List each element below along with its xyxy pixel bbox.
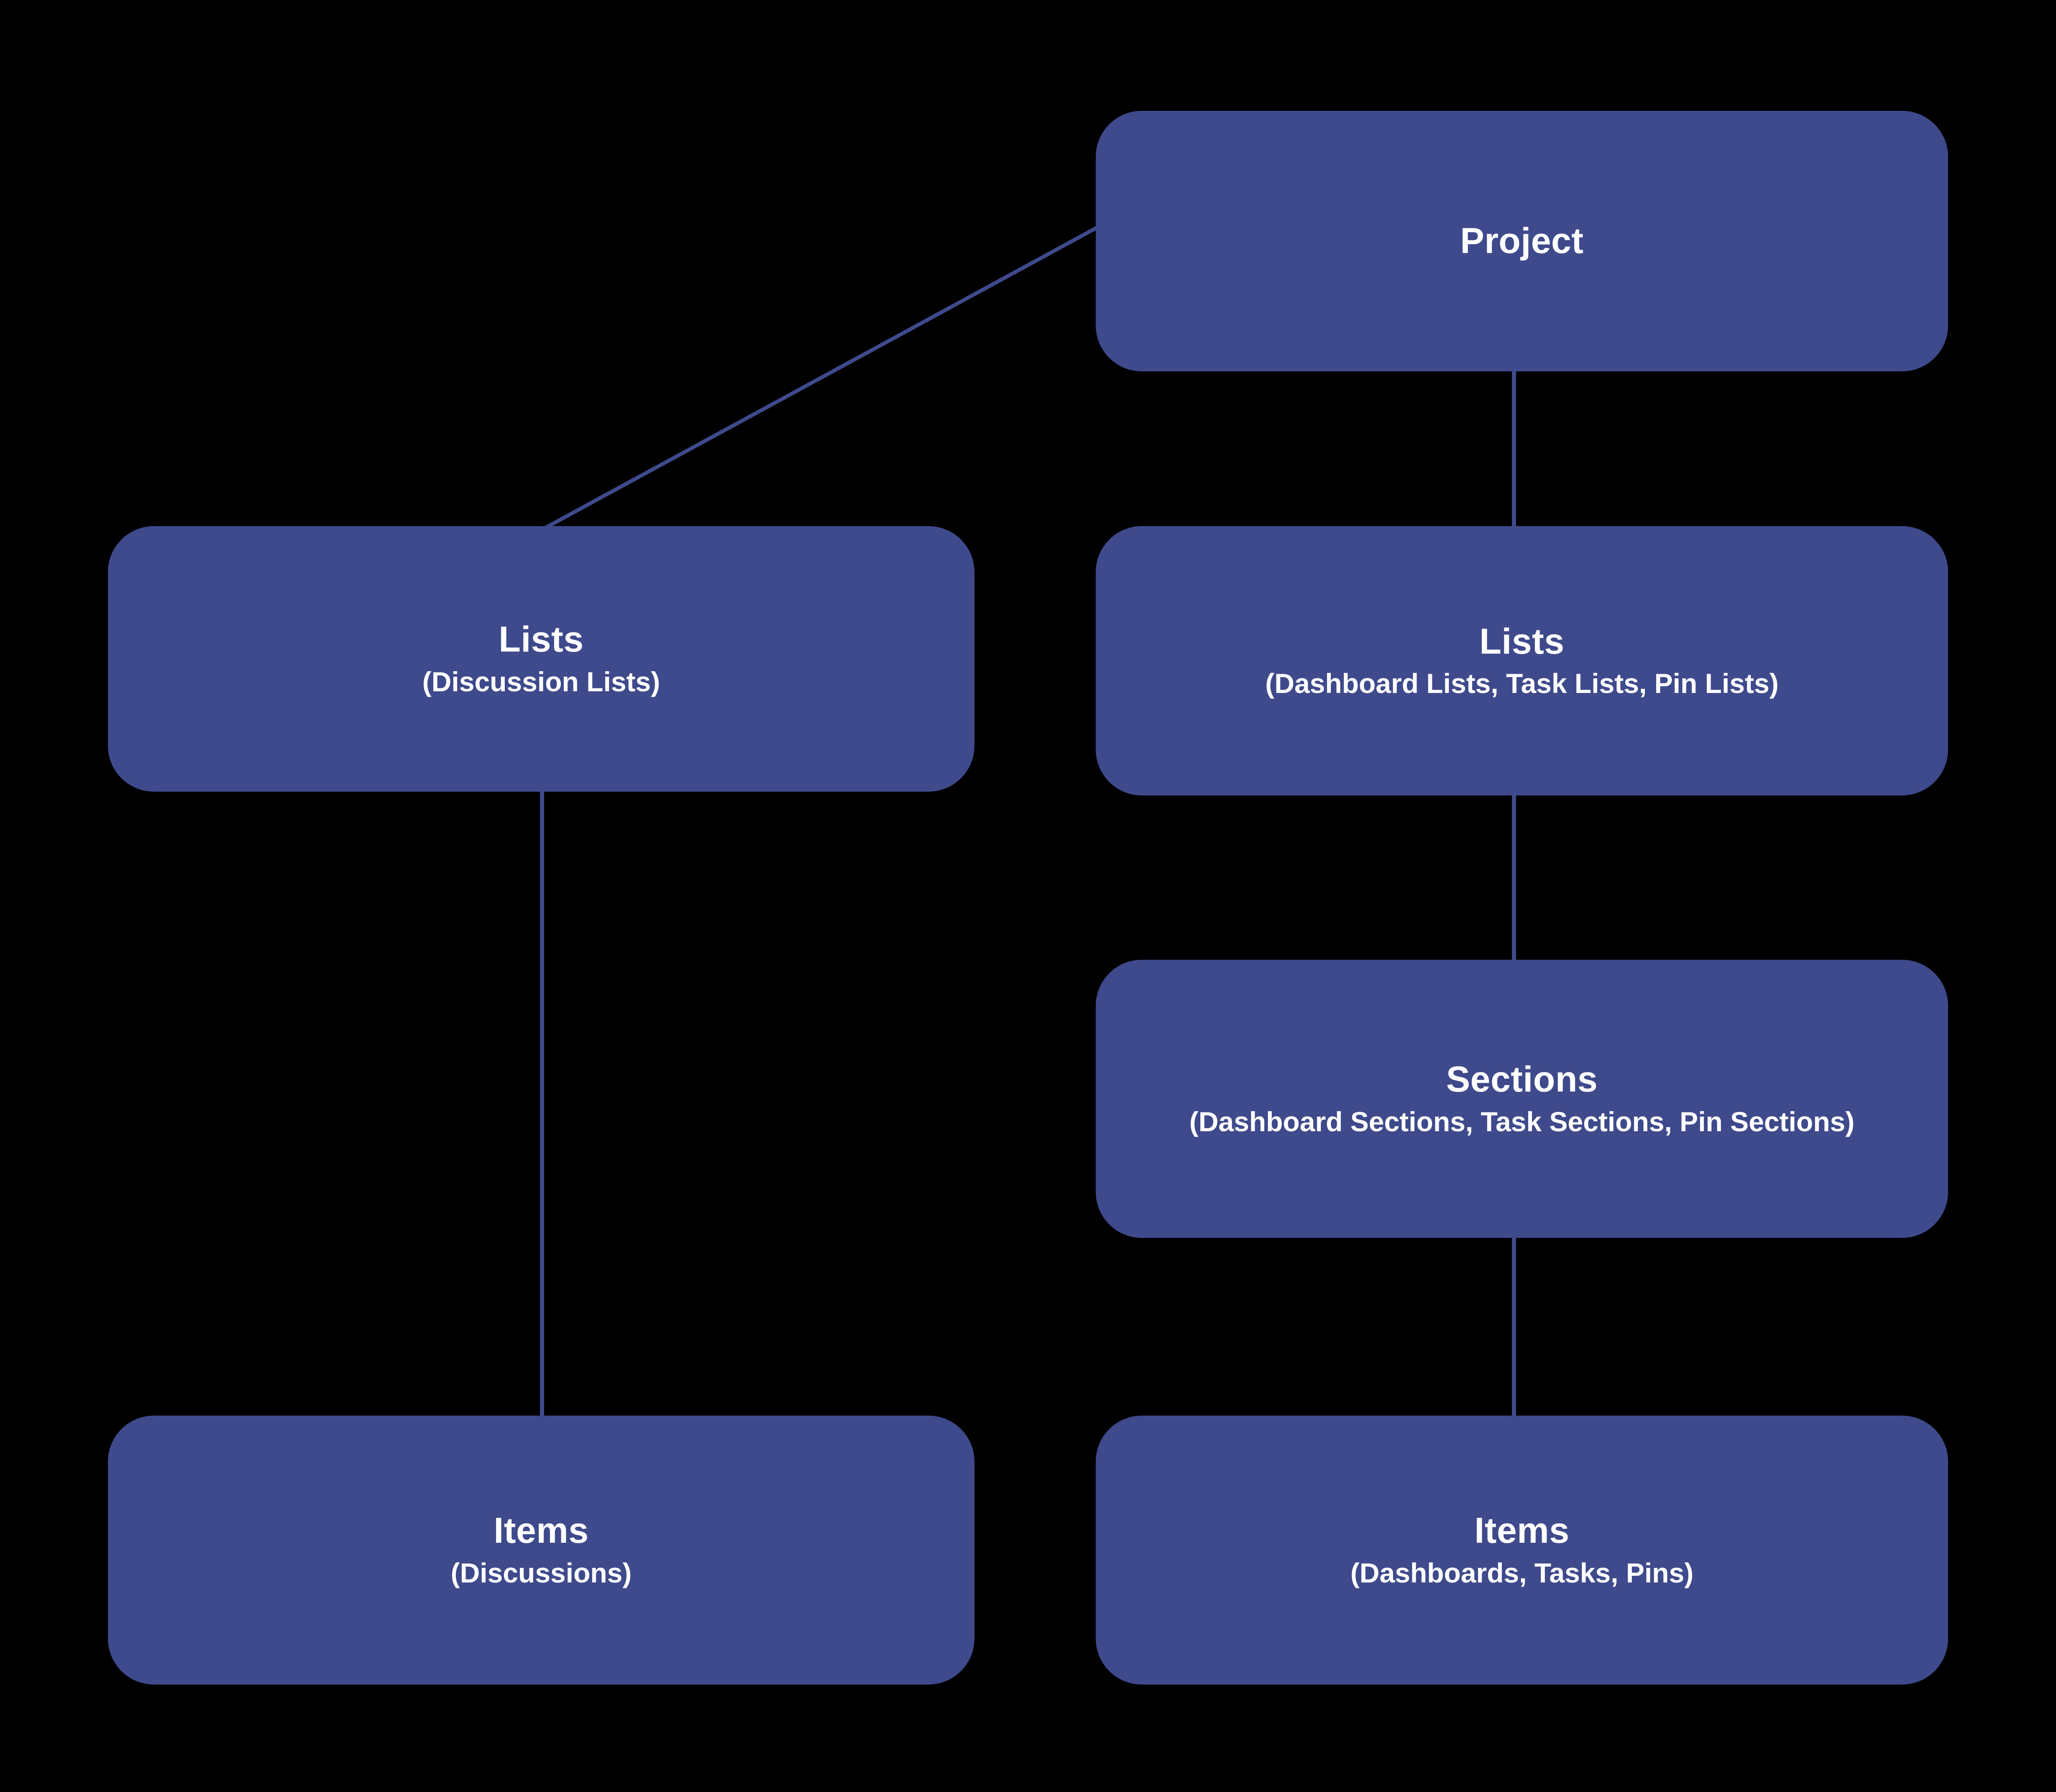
node-sections-subtitle: (Dashboard Sections, Task Sections, Pin … <box>1189 1106 1855 1137</box>
node-lists-discussion[interactable]: Lists (Discussion Lists) <box>108 526 974 792</box>
node-sections[interactable]: Sections (Dashboard Sections, Task Secti… <box>1096 960 1948 1238</box>
node-lists-discussion-subtitle: (Discussion Lists) <box>422 666 660 697</box>
node-lists-discussion-title: Lists <box>499 619 584 660</box>
edge-project-to-lists-discussion <box>544 223 1104 529</box>
node-items-main-title: Items <box>1474 1511 1570 1551</box>
node-lists-main-subtitle: (Dashboard Lists, Task Lists, Pin Lists) <box>1265 668 1779 699</box>
node-project-title: Project <box>1460 221 1584 261</box>
node-lists-main[interactable]: Lists (Dashboard Lists, Task Lists, Pin … <box>1096 526 1948 795</box>
node-items-main-subtitle: (Dashboards, Tasks, Pins) <box>1350 1557 1694 1588</box>
node-project[interactable]: Project <box>1096 111 1948 371</box>
node-items-discussion-subtitle: (Discussions) <box>450 1557 632 1588</box>
node-items-discussion-title: Items <box>494 1511 589 1551</box>
node-items-discussion[interactable]: Items (Discussions) <box>108 1416 974 1685</box>
node-sections-title: Sections <box>1446 1059 1598 1100</box>
node-lists-main-title: Lists <box>1479 621 1565 662</box>
node-items-main[interactable]: Items (Dashboards, Tasks, Pins) <box>1096 1416 1948 1685</box>
